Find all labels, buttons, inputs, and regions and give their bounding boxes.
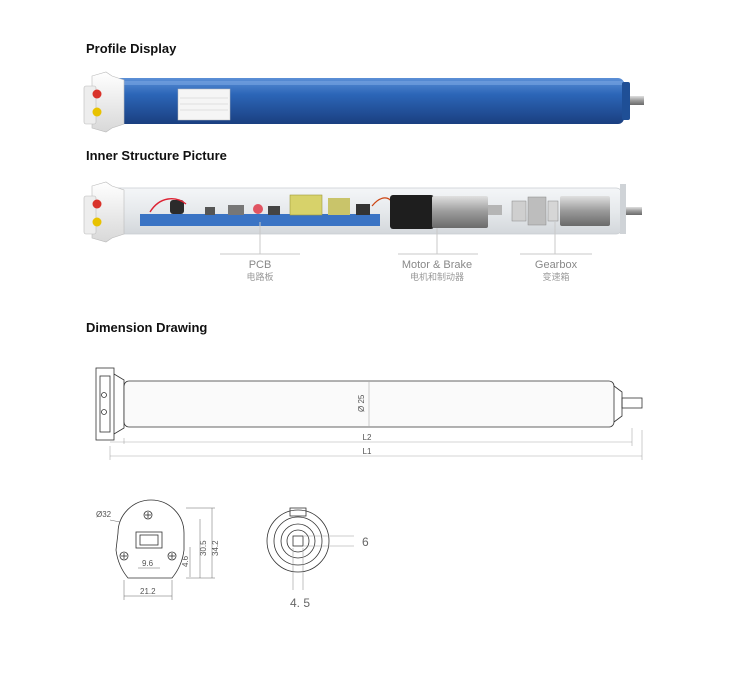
profile-motor [83, 71, 644, 133]
callout-motor-brake: Motor & Brake [402, 259, 472, 271]
callout-gearbox: Gearbox [535, 259, 578, 271]
dim-diameter-25: Ø 25 [357, 394, 366, 412]
inner-yellow-button-icon [92, 217, 102, 227]
dim-21-2: 21.2 [140, 587, 156, 596]
inner-red-button-icon [92, 199, 102, 209]
callout-gearbox-zh: 变速箱 [542, 271, 569, 282]
dim-4-5: 4. 5 [290, 596, 310, 610]
blue-tube [112, 78, 624, 124]
brake-body [432, 196, 488, 228]
gearbox-body [527, 196, 547, 226]
callout-pcb-zh: 电路板 [246, 271, 273, 282]
dim-l2: L2 [363, 433, 372, 442]
dim-head-diameter: Ø32 [96, 510, 112, 519]
motor-body [390, 195, 434, 229]
dim-34-2: 34.2 [211, 540, 220, 556]
inner-drive-shaft [626, 207, 642, 215]
head-front-drawing [115, 499, 185, 579]
drive-shaft [630, 96, 644, 105]
inner-motor: PCB 电路板 Motor & Brake 电机和制动器 Gearbox 变速箱 [83, 181, 642, 282]
profile-display-heading: Profile Display [86, 41, 177, 56]
yellow-button-icon [92, 107, 102, 117]
callout-motor-brake-zh: 电机和制动器 [410, 271, 464, 282]
dim-30-5: 30.5 [199, 540, 208, 556]
inner-structure-heading: Inner Structure Picture [86, 148, 227, 163]
pcb-board [140, 214, 380, 226]
product-label [177, 88, 231, 121]
dim-l1: L1 [363, 447, 372, 456]
callout-pcb: PCB [249, 259, 272, 271]
shaft-end-drawing [266, 507, 330, 573]
red-button-icon [92, 89, 102, 99]
dim-6: 6 [362, 535, 369, 549]
dim-9-6: 9.6 [142, 559, 154, 568]
motor-head [91, 71, 125, 133]
dimension-drawing-heading: Dimension Drawing [86, 320, 208, 335]
dim-4-6: 4.6 [181, 555, 190, 567]
